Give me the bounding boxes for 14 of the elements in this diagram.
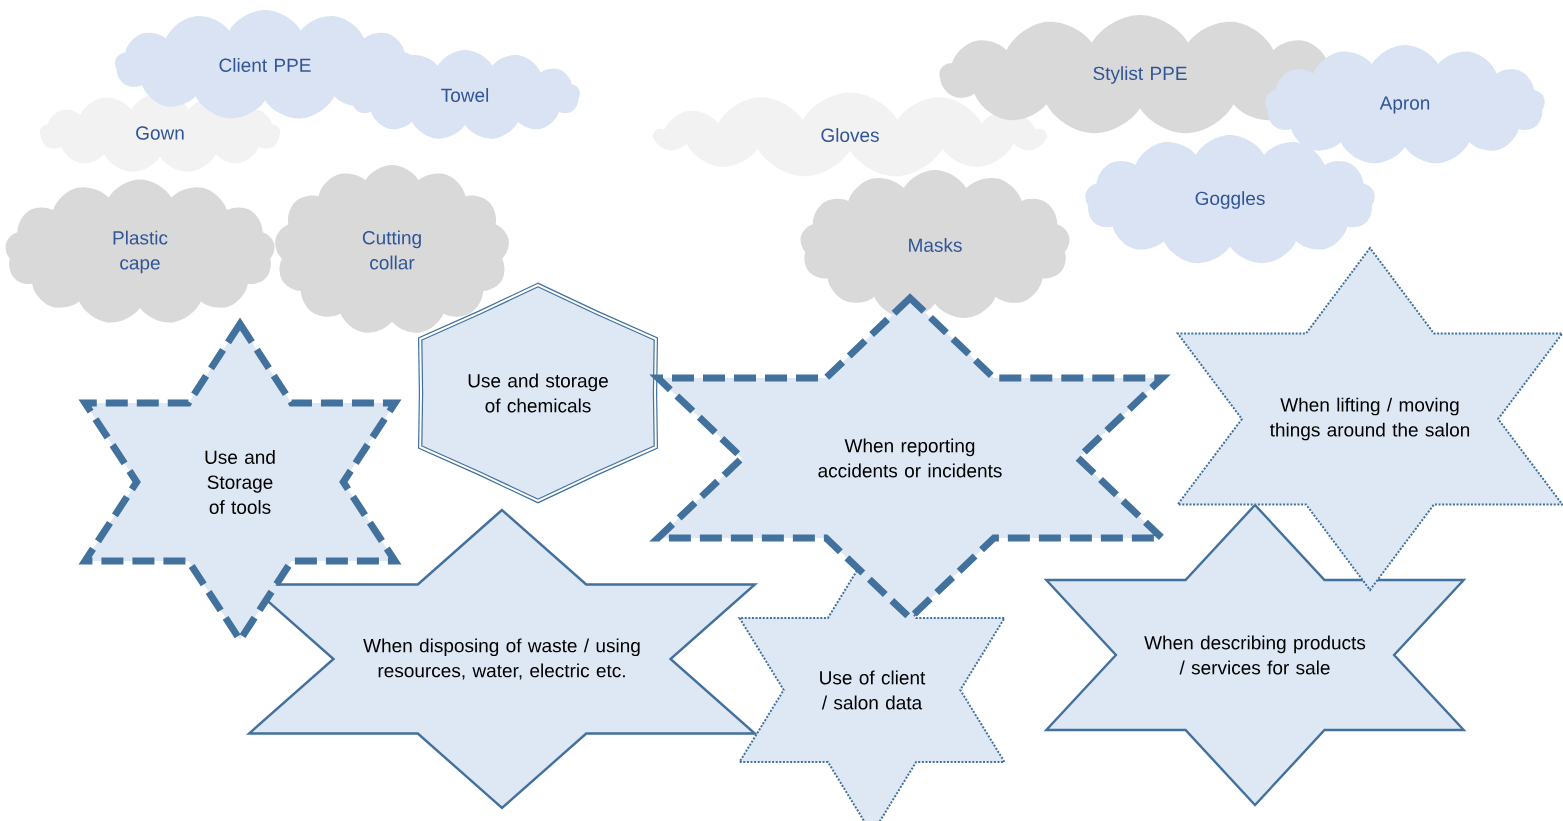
node-label: Towel bbox=[441, 88, 489, 102]
cloud: Plastic cape bbox=[5, 179, 275, 323]
cloud: Gown bbox=[39, 93, 281, 172]
cloud: Cutting collar bbox=[275, 165, 509, 333]
cloud: Stylist PPE bbox=[939, 15, 1341, 134]
cloud: Gloves bbox=[652, 92, 1048, 177]
hexagram-star: When describing products / services for sale bbox=[1043, 503, 1467, 807]
cloud: Goggles bbox=[1085, 135, 1375, 264]
cloud: Apron bbox=[1265, 45, 1545, 164]
twelve-point-star: Use and storage of chemicals bbox=[418, 282, 659, 504]
node-label: Client PPE bbox=[219, 58, 311, 72]
node-label: When lifting / moving things around the salon bbox=[1269, 397, 1470, 441]
cloud: Client PPE bbox=[115, 10, 415, 119]
cloud: Masks bbox=[800, 170, 1070, 318]
